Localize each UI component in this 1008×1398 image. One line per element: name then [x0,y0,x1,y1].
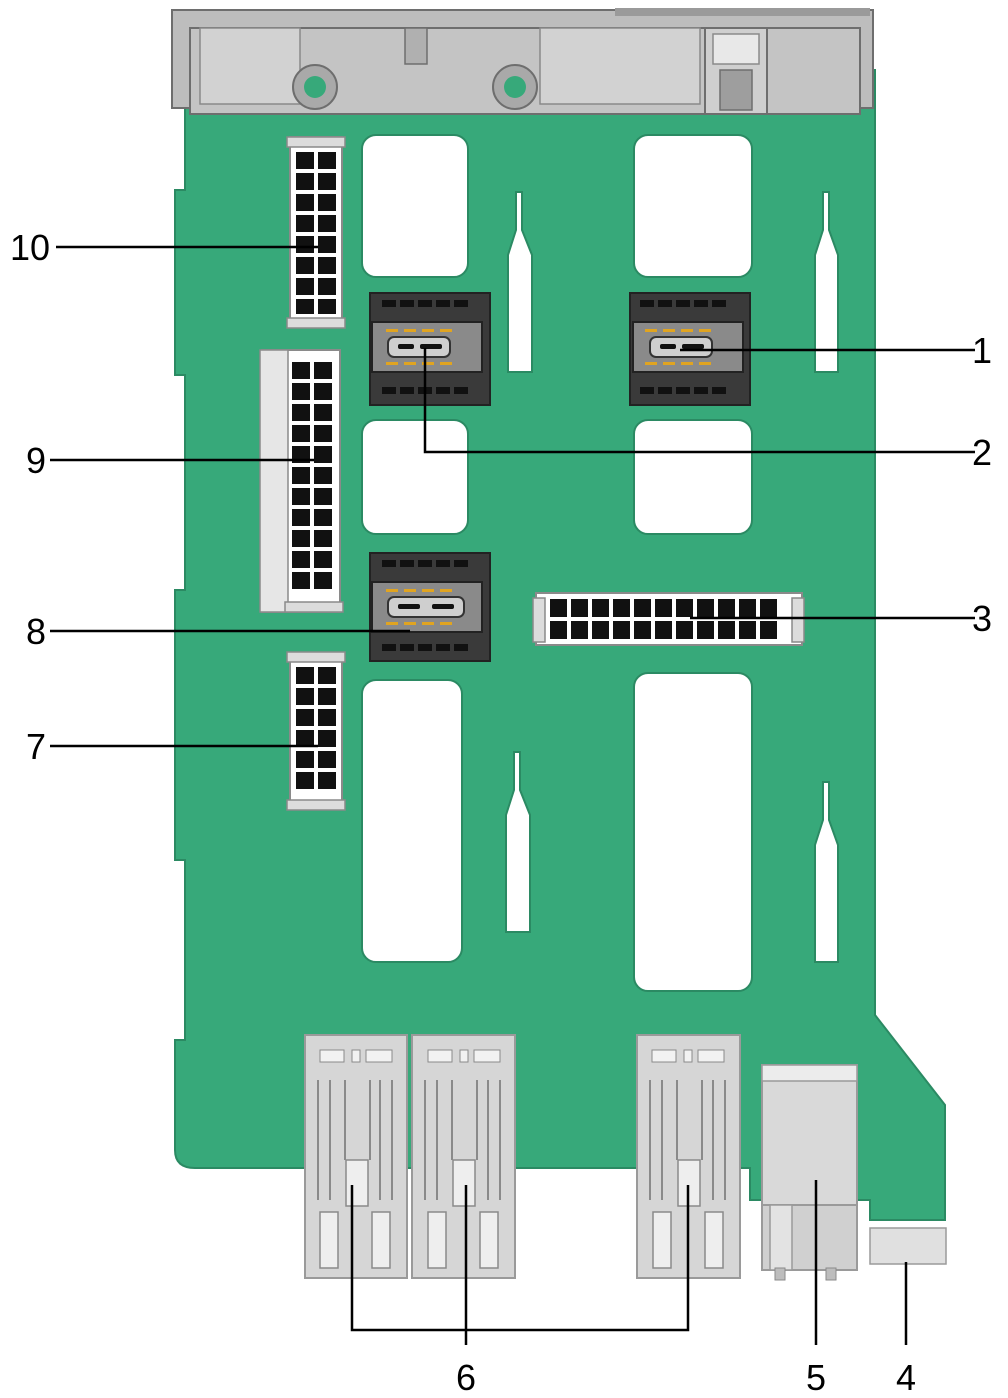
slimline-connector-8 [370,553,490,661]
power-connector-7 [287,652,345,810]
drive-connector-a [305,1035,407,1278]
slimline-connector-2 [370,293,490,405]
callout-8: 8 [26,611,46,652]
callout-9: 9 [26,440,46,481]
callout-4: 4 [896,1357,916,1398]
connector-5 [762,1065,857,1280]
callout-10: 10 [10,227,50,268]
callout-3: 3 [972,598,992,639]
power-connector-9 [260,350,343,612]
callout-6: 6 [456,1357,476,1398]
callout-2: 2 [972,432,992,473]
drive-connector-b [412,1035,515,1278]
power-connector-10 [287,137,345,328]
callout-7: 7 [26,726,46,767]
part-4-tab [870,1228,946,1264]
top-bracket [172,8,873,114]
callout-5: 5 [806,1357,826,1398]
callout-1: 1 [972,330,992,371]
